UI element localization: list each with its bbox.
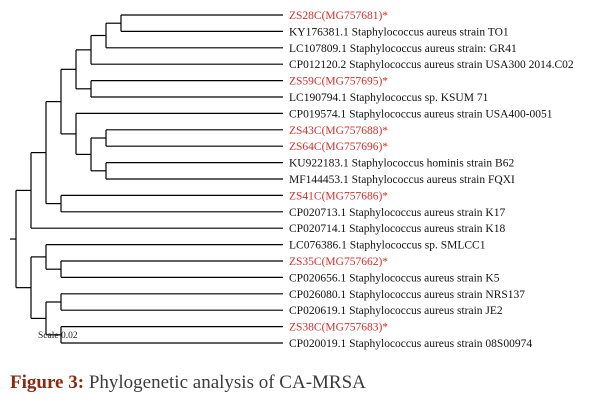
taxon-label: CP020714.1 Staphylococcus aureus strain … (289, 223, 505, 235)
taxon-label-isolate: ZS41C(MG757686)* (289, 190, 388, 202)
taxon-label: LC076386.1 Staphylococcus sp. SMLCC1 (289, 240, 486, 252)
taxon-label: CP012120.2 Staphylococcus aureus strain … (289, 59, 574, 71)
taxon-label-isolate: ZS43C(MG757688)* (289, 125, 388, 137)
phylogenetic-tree: ZS28C(MG757681)* KY176381.1 Staphylococcu… (10, 10, 574, 350)
figure-caption: Figure 3: Phylogenetic analysis of CA-MR… (10, 372, 366, 394)
taxon-label: LC107809.1 Staphylococcus aureus strain:… (289, 43, 517, 55)
taxon-label: CP019574.1 Staphylococcus aureus strain … (289, 108, 553, 120)
taxon-label: CP020713.1 Staphylococcus aureus strain … (289, 207, 505, 219)
taxon-label-isolate: ZS38C(MG757683)* (289, 322, 388, 334)
taxon-label-isolate: ZS28C(MG757681)* (289, 10, 388, 22)
taxon-label-isolate: ZS64C(MG757696)* (289, 141, 388, 153)
caption-text: Phylogenetic analysis of CA-MRSA (84, 372, 366, 393)
taxon-label-isolate: ZS59C(MG757695)* (289, 76, 388, 88)
taxon-label: CP020019.1 Staphylococcus aureus strain … (289, 338, 532, 350)
taxon-label: CP020619.1 Staphylococcus aureus strain … (289, 305, 503, 317)
taxon-label-isolate: ZS35C(MG757662)* (289, 256, 388, 268)
taxon-label: LC190794.1 Staphylococcus sp. KSUM 71 (289, 92, 489, 104)
taxon-label: MF144453.1 Staphylococcus aureus strain … (289, 174, 515, 186)
taxon-label: CP020656.1 Staphylococcus aureus strain … (289, 272, 500, 284)
taxon-labels: ZS28C(MG757681)* KY176381.1 Staphylococcu… (289, 10, 574, 350)
taxon-label: KY176381.1 Staphylococcus aureus strain … (289, 26, 509, 38)
taxon-label: CP026080.1 Staphylococcus aureus strain … (289, 289, 525, 301)
scale-label: Scale 0.02 (38, 331, 78, 341)
scale-bar: Scale 0.02 (38, 331, 78, 341)
caption-label: Figure 3: (10, 372, 85, 393)
tree-branches (10, 14, 283, 344)
taxon-label: KU922183.1 Staphylococcus hominis strain… (289, 158, 514, 170)
